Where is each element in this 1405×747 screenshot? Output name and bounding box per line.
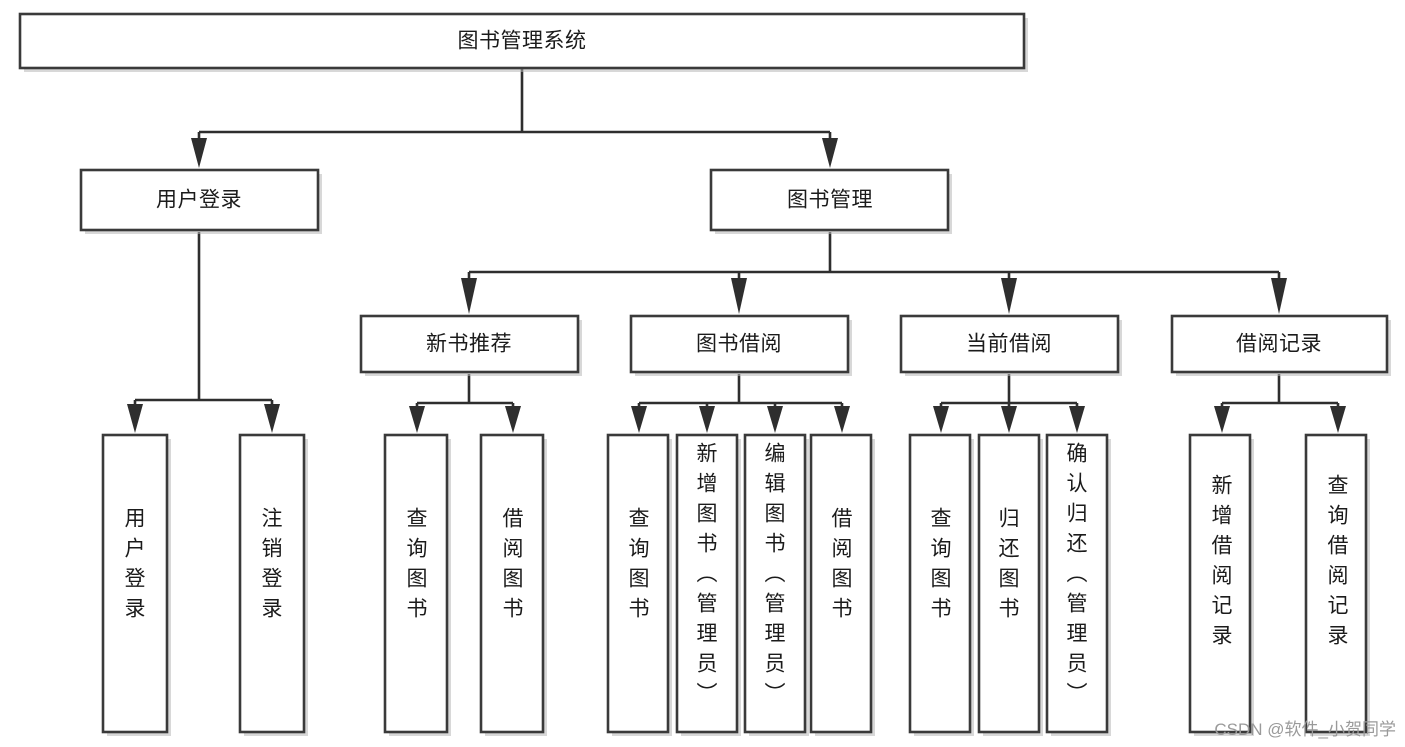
arrow-head-leaf-query-record bbox=[1330, 406, 1346, 433]
node-user-login-label: 用户登录 bbox=[156, 189, 242, 212]
node-leaf-query-book-a[interactable]: 查询图书 bbox=[383, 433, 451, 736]
node-root-label: 图书管理系统 bbox=[458, 30, 587, 53]
arrow-head-leaf-add-book bbox=[699, 406, 715, 433]
arrow-head-borrow-record bbox=[1271, 278, 1287, 314]
node-leaf-borrow-book-b-box bbox=[809, 433, 873, 734]
arrow-head-leaf-borrow-book-b bbox=[834, 406, 850, 433]
node-leaf-confirm-return-box bbox=[1045, 433, 1109, 734]
node-book-manage-box bbox=[709, 168, 950, 232]
node-leaf-query-book-a-label: 查询图书 bbox=[407, 508, 428, 621]
arrow-head-leaf-query-book-a bbox=[409, 406, 425, 433]
node-borrow-record[interactable]: 借阅记录 bbox=[1170, 314, 1391, 376]
node-current-borrow-box bbox=[899, 314, 1120, 374]
node-borrow-record-box bbox=[1170, 314, 1389, 374]
node-user-login-box bbox=[79, 168, 320, 232]
node-user-login[interactable]: 用户登录 bbox=[79, 168, 322, 234]
node-book-borrow-box bbox=[629, 314, 850, 374]
arrow-head-leaf-borrow-book-a bbox=[505, 406, 521, 433]
node-current-borrow[interactable]: 当前借阅 bbox=[899, 314, 1122, 376]
node-leaf-borrow-book-a-label: 借阅图书 bbox=[503, 508, 524, 621]
arrow-head-book-manage bbox=[822, 138, 838, 168]
arrow-head-leaf-query-book-c bbox=[933, 406, 949, 433]
node-leaf-user-login[interactable]: 用户登录 bbox=[101, 433, 171, 736]
node-book-borrow-label: 图书借阅 bbox=[696, 333, 782, 356]
node-new-book-rec-box bbox=[359, 314, 580, 374]
node-leaf-query-book-b[interactable]: 查询图书 bbox=[606, 433, 672, 736]
node-leaf-borrow-book-b[interactable]: 借阅图书 bbox=[809, 433, 875, 736]
node-leaf-user-login-box bbox=[101, 433, 169, 734]
node-new-book-rec[interactable]: 新书推荐 bbox=[359, 314, 582, 376]
node-leaf-add-book-box bbox=[675, 433, 739, 734]
connector-layer bbox=[127, 68, 1346, 433]
arrow-head-new-book-rec bbox=[461, 278, 477, 314]
node-leaf-add-book-label: 新增图书︵管理员︶ bbox=[697, 443, 718, 706]
arrow-head-user-login bbox=[191, 138, 207, 168]
arrow-head-book-borrow bbox=[731, 278, 747, 314]
node-leaf-query-book-c-box bbox=[908, 433, 972, 734]
node-leaf-query-book-b-label: 查询图书 bbox=[629, 508, 650, 621]
node-leaf-borrow-book-a[interactable]: 借阅图书 bbox=[479, 433, 547, 736]
node-leaf-query-book-c-label: 查询图书 bbox=[931, 508, 952, 621]
arrow-head-leaf-return-book bbox=[1001, 406, 1017, 433]
csdn-watermark: CSDN @软件_小贺同学 bbox=[1214, 720, 1396, 739]
node-book-manage-label: 图书管理 bbox=[787, 189, 873, 212]
node-leaf-add-record[interactable]: 新增借阅记录 bbox=[1188, 433, 1254, 736]
node-leaf-add-record-box bbox=[1188, 433, 1252, 734]
node-leaf-user-logout-label: 注销登录 bbox=[262, 508, 283, 621]
node-leaf-query-record-label: 查询借阅记录 bbox=[1328, 475, 1349, 648]
node-leaf-confirm-return-label: 确认归还︵管理员︶ bbox=[1067, 443, 1088, 706]
arrow-head-leaf-add-record bbox=[1214, 406, 1230, 433]
arrow-head-leaf-edit-book bbox=[767, 406, 783, 433]
node-leaf-add-book[interactable]: 新增图书︵管理员︶ bbox=[675, 433, 741, 736]
node-leaf-edit-book[interactable]: 编辑图书︵管理员︶ bbox=[743, 433, 809, 736]
node-leaf-return-book-label: 归还图书 bbox=[999, 508, 1020, 621]
node-leaf-query-record[interactable]: 查询借阅记录 bbox=[1304, 433, 1370, 736]
node-borrow-record-label: 借阅记录 bbox=[1236, 333, 1322, 356]
arrow-head-current-borrow bbox=[1001, 278, 1017, 314]
node-leaf-return-book-box bbox=[977, 433, 1041, 734]
node-leaf-return-book[interactable]: 归还图书 bbox=[977, 433, 1043, 736]
node-current-borrow-label: 当前借阅 bbox=[966, 333, 1052, 356]
node-leaf-query-book-a-box bbox=[383, 433, 449, 734]
node-leaf-borrow-book-b-label: 借阅图书 bbox=[832, 508, 853, 621]
node-leaf-user-logout-box bbox=[238, 433, 306, 734]
node-leaf-user-logout[interactable]: 注销登录 bbox=[238, 433, 308, 736]
node-book-manage[interactable]: 图书管理 bbox=[709, 168, 952, 234]
node-root-box bbox=[18, 12, 1026, 70]
node-leaf-add-record-label: 新增借阅记录 bbox=[1212, 475, 1233, 648]
node-leaf-edit-book-box bbox=[743, 433, 807, 734]
node-leaf-borrow-book-a-box bbox=[479, 433, 545, 734]
node-root[interactable]: 图书管理系统 bbox=[18, 12, 1028, 72]
arrow-head-leaf-confirm-return bbox=[1069, 406, 1085, 433]
node-book-borrow[interactable]: 图书借阅 bbox=[629, 314, 852, 376]
node-leaf-query-book-c[interactable]: 查询图书 bbox=[908, 433, 974, 736]
node-leaf-query-book-b-box bbox=[606, 433, 670, 734]
arrow-head-leaf-user-login bbox=[127, 404, 143, 433]
node-leaf-confirm-return[interactable]: 确认归还︵管理员︶ bbox=[1045, 433, 1111, 736]
arrow-head-leaf-query-book-b bbox=[631, 406, 647, 433]
node-new-book-rec-label: 新书推荐 bbox=[426, 333, 512, 356]
arrow-head-leaf-user-logout bbox=[264, 404, 280, 433]
node-leaf-edit-book-label: 编辑图书︵管理员︶ bbox=[765, 443, 786, 706]
node-leaf-user-login-label: 用户登录 bbox=[125, 508, 146, 621]
node-leaf-query-record-box bbox=[1304, 433, 1368, 734]
